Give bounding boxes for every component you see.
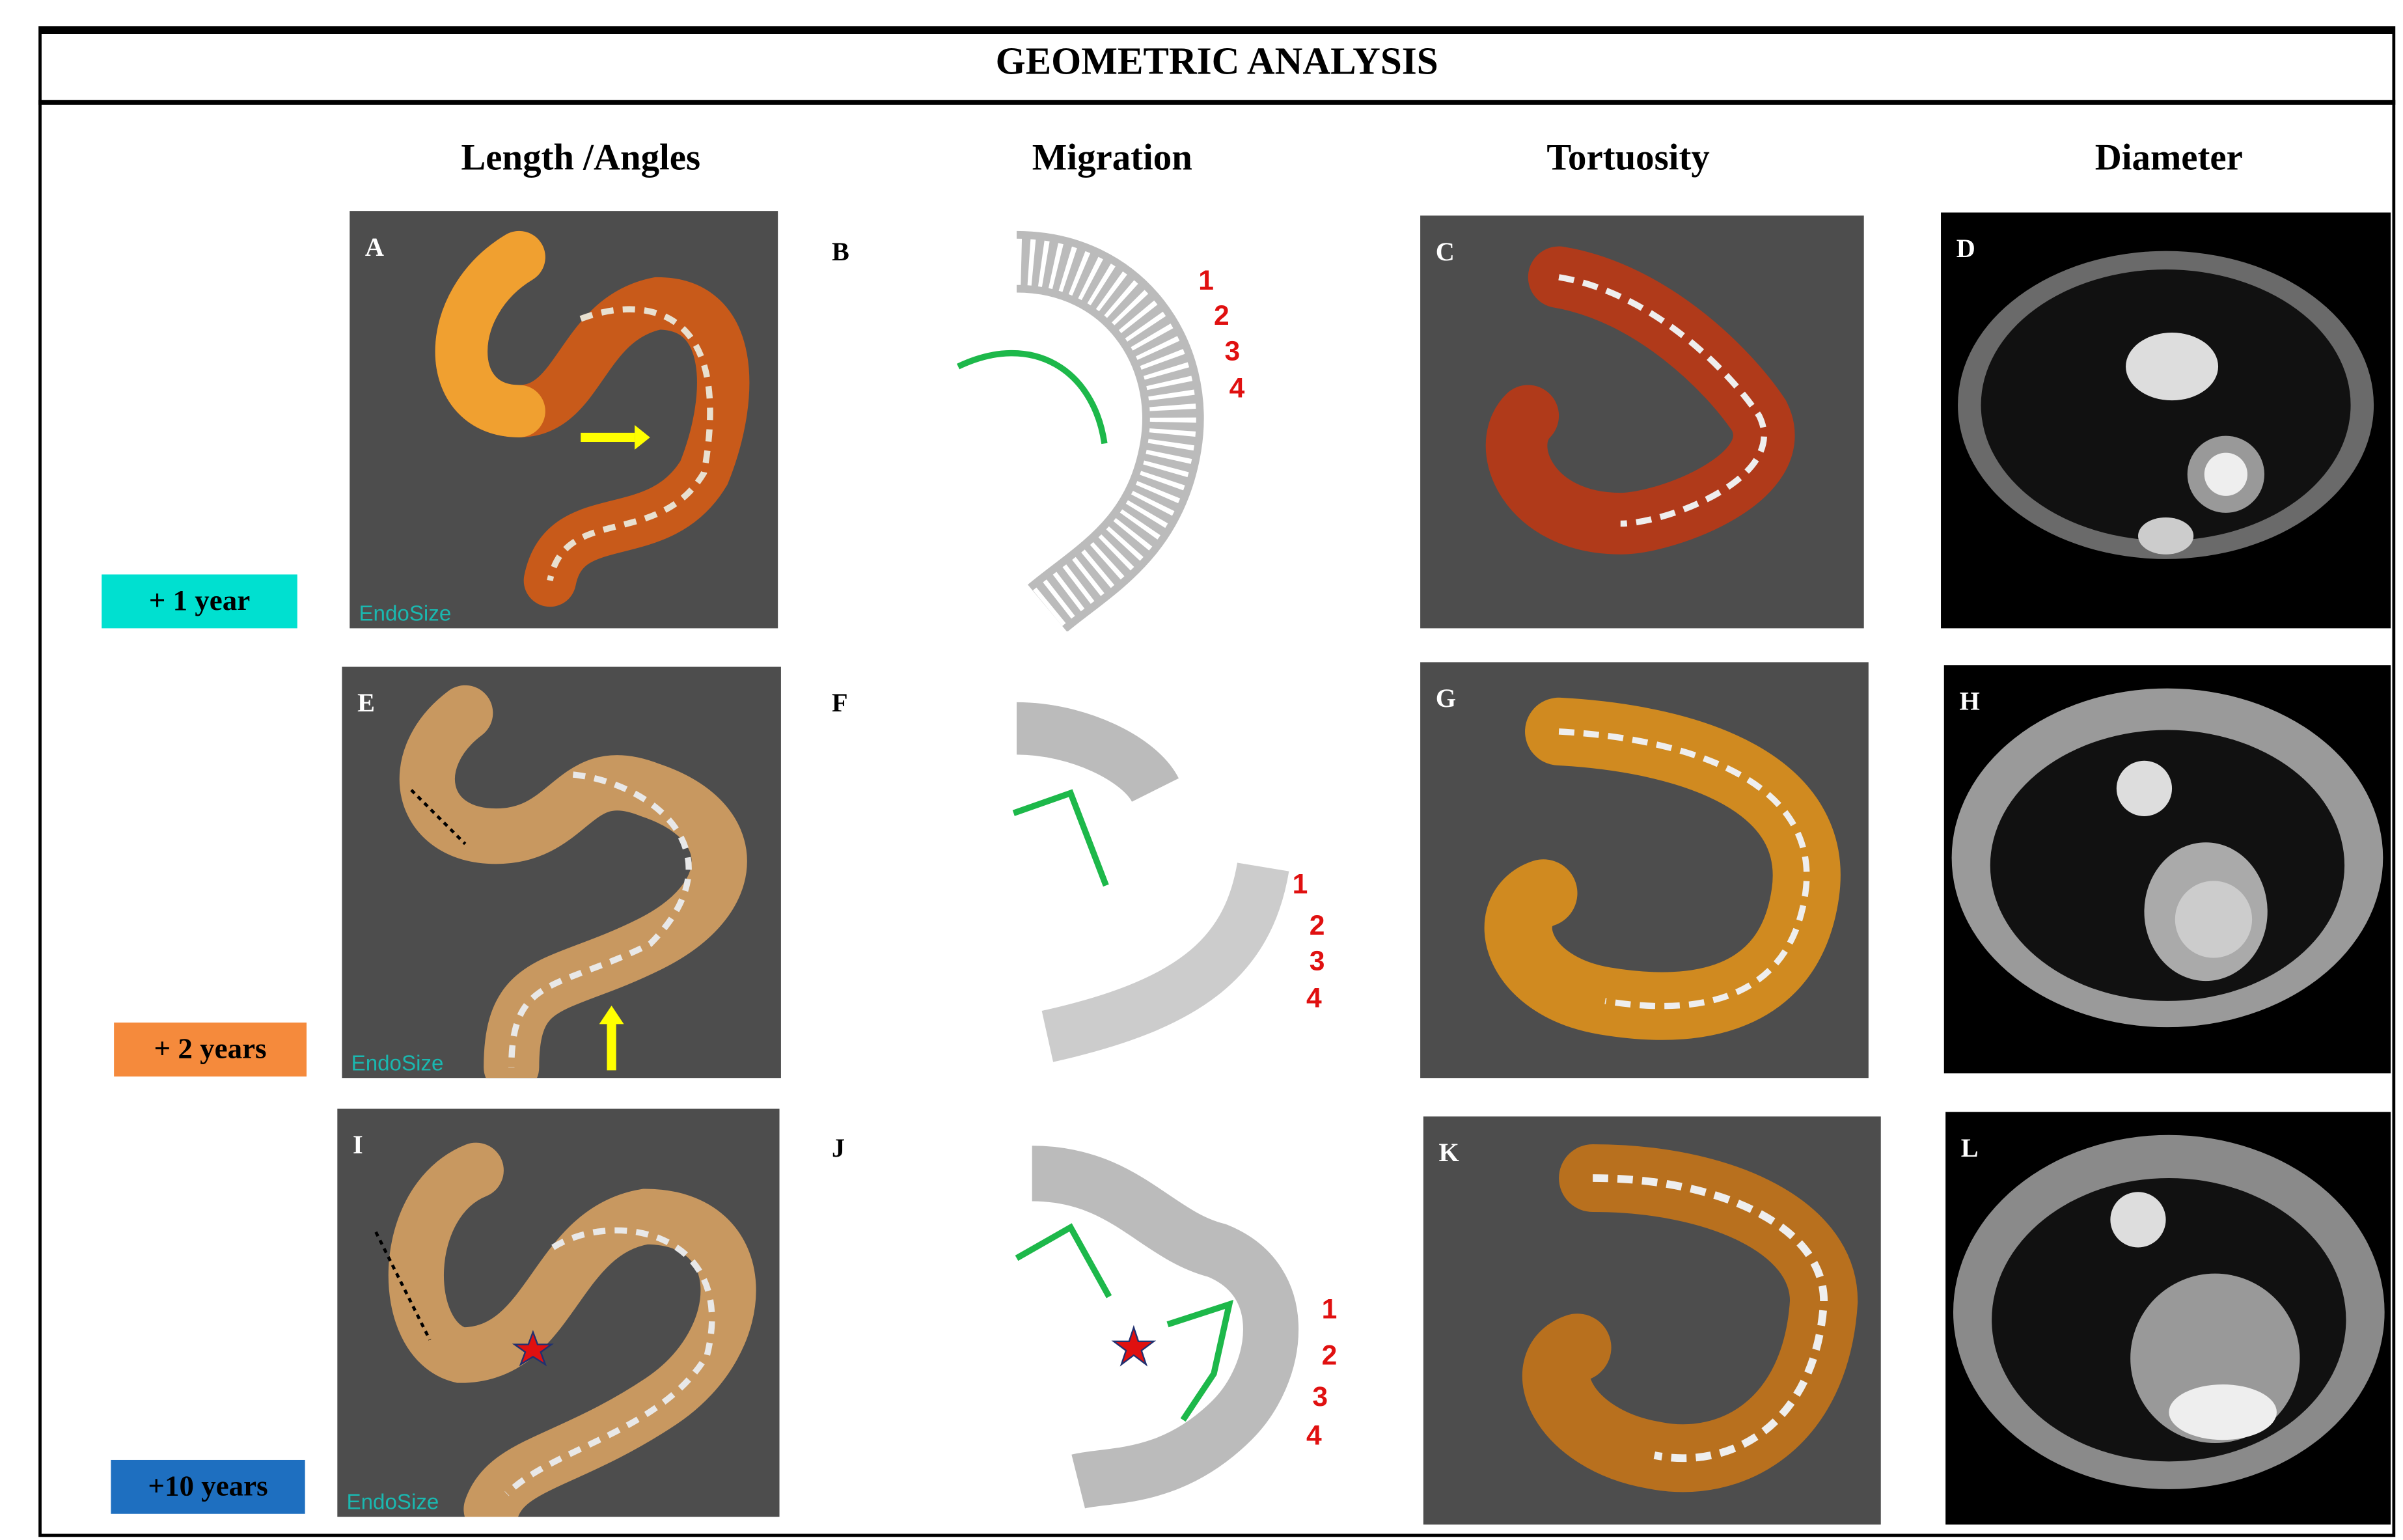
marker-number: 3 xyxy=(1224,335,1241,367)
aorta-render-image xyxy=(399,685,747,1079)
timepoint-10-years: +10 years xyxy=(111,1459,305,1514)
star-icon xyxy=(1111,1325,1157,1367)
star-icon xyxy=(512,1330,554,1367)
panel-b-stent-migration: B 1 2 3 4 xyxy=(816,215,1341,632)
endosize-watermark: EndoSize xyxy=(359,600,452,626)
marker-number: 3 xyxy=(1309,945,1325,977)
ct-image xyxy=(1951,688,2383,1028)
column-header-diameter: Diameter xyxy=(2094,138,2243,179)
marker-number: 1 xyxy=(1292,868,1308,900)
panel-a-3d-render: A EndoSize xyxy=(350,211,778,629)
panel-label: L xyxy=(1960,1133,1979,1163)
marker-number: 2 xyxy=(1321,1340,1338,1371)
panel-f-stent-migration: F 1 2 3 4 xyxy=(816,667,1341,1083)
stent-graft-image xyxy=(957,230,1204,632)
column-header-migration: Migration xyxy=(1032,138,1192,179)
panel-label: A xyxy=(364,232,384,262)
panel-label: K xyxy=(1438,1138,1459,1168)
panel-e-3d-render: E EndoSize xyxy=(342,667,781,1079)
ct-image xyxy=(1953,1134,2385,1489)
marker-number: 1 xyxy=(1321,1293,1338,1325)
migration-line xyxy=(1166,1299,1234,1422)
panel-label: F xyxy=(832,688,848,718)
ct-image xyxy=(1958,251,2374,559)
panel-k-tortuosity-render: K xyxy=(1423,1116,1881,1525)
migration-line xyxy=(957,350,1108,445)
panel-l-ct-scan: L xyxy=(1945,1112,2391,1525)
panel-label: D xyxy=(1956,234,1975,264)
panel-label: B xyxy=(832,237,849,267)
panel-g-tortuosity-render: G xyxy=(1420,662,1869,1079)
panel-label: H xyxy=(1959,687,1980,717)
timepoint-1-year: + 1 year xyxy=(102,574,297,629)
panel-c-tortuosity-render: C xyxy=(1420,215,1864,629)
aorta-render-image xyxy=(1485,246,1795,555)
title-bar: GEOMETRIC ANALYSIS xyxy=(38,26,2396,105)
endosize-watermark: EndoSize xyxy=(351,1050,444,1075)
marker-number: 4 xyxy=(1306,1420,1322,1451)
aorta-render-image xyxy=(435,230,750,607)
panel-label: E xyxy=(357,688,375,718)
marker-number: 4 xyxy=(1229,372,1245,404)
endosize-watermark: EndoSize xyxy=(346,1489,439,1514)
figure-frame xyxy=(38,26,2396,1537)
aorta-render-image xyxy=(374,1142,756,1517)
stent-graft-image xyxy=(1015,1146,1299,1509)
panel-j-stent-migration: J 1 2 3 4 xyxy=(816,1112,1341,1528)
stent-graft-image xyxy=(1012,702,1289,1062)
panel-i-3d-render: I EndoSize xyxy=(337,1108,780,1517)
marker-number: 1 xyxy=(1198,264,1214,296)
column-header-tortuosity: Tortuosity xyxy=(1546,138,1710,179)
panel-label: J xyxy=(832,1133,845,1163)
column-header-length-angles: Length /Angles xyxy=(461,138,701,179)
aorta-render-image xyxy=(1522,1144,1858,1492)
aorta-render-image xyxy=(1484,697,1841,1040)
marker-number: 2 xyxy=(1213,300,1229,331)
panel-label: I xyxy=(352,1130,363,1160)
figure-title: GEOMETRIC ANALYSIS xyxy=(995,41,1438,83)
timepoint-2-years: + 2 years xyxy=(114,1023,307,1077)
panel-h-ct-scan: H xyxy=(1943,665,2391,1074)
marker-number: 2 xyxy=(1309,910,1325,941)
marker-number: 4 xyxy=(1306,982,1322,1013)
panel-label: C xyxy=(1435,237,1455,267)
migration-line xyxy=(1015,1223,1112,1299)
marker-number: 3 xyxy=(1312,1381,1328,1412)
panel-d-ct-scan: D xyxy=(1941,212,2391,629)
migration-line xyxy=(1012,789,1109,887)
panel-label: G xyxy=(1435,683,1457,713)
